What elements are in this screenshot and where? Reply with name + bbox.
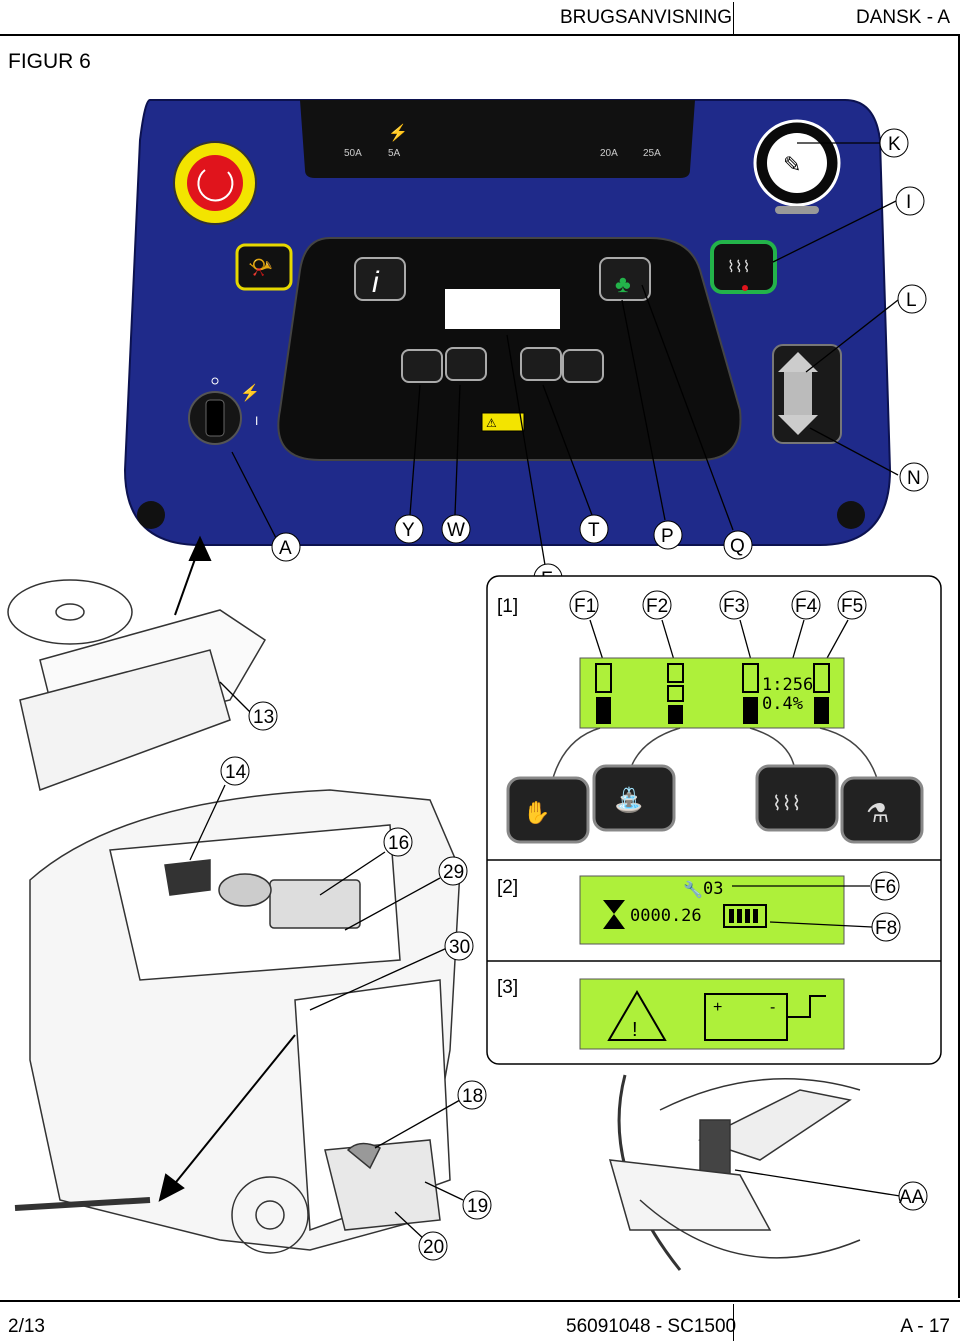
callout-30: 30 xyxy=(449,937,470,958)
callout-19: 19 xyxy=(467,1196,488,1217)
callout-k: K xyxy=(888,134,901,155)
callout-l: L xyxy=(906,290,917,311)
figure-title: FIGUR 6 xyxy=(8,50,91,73)
info-icon: i xyxy=(372,266,380,299)
callout-t: T xyxy=(588,520,600,541)
svg-text:+: + xyxy=(713,999,722,1016)
fuse-25a: 25A xyxy=(643,148,661,159)
function-buttons xyxy=(401,347,604,383)
page-number: 2/13 xyxy=(8,1316,45,1337)
callout-y: Y xyxy=(402,520,415,541)
svg-text:I: I xyxy=(255,414,258,428)
page-footer: 2/13 56091048 - SC1500 A - 17 xyxy=(0,1300,960,1343)
fuse-20a: 20A xyxy=(600,148,618,159)
button-detergent[interactable] xyxy=(562,349,604,383)
callout-f3: F3 xyxy=(723,596,745,617)
water-tap-icon: ⛲ xyxy=(614,786,644,814)
lcd-display-2 xyxy=(579,875,845,945)
language-label: DANSK - A xyxy=(856,7,950,28)
warning-triangle-icon xyxy=(607,990,667,1041)
brush-icon: ⌇⌇⌇ xyxy=(727,259,750,276)
callout-aa: AA xyxy=(899,1187,925,1208)
section-3-label: [3] xyxy=(497,977,518,998)
callout-n: N xyxy=(907,468,921,489)
callout-f2: F2 xyxy=(646,596,668,617)
service-code-text: 03 xyxy=(703,879,723,899)
page-header: BRUGSANVISNING DANSK - A xyxy=(0,0,960,36)
callout-q: Q xyxy=(730,536,745,557)
horn-button[interactable] xyxy=(235,243,293,291)
hourglass-icon xyxy=(603,900,625,929)
section-1-label: [1] xyxy=(497,596,518,617)
callout-f6: F6 xyxy=(874,877,896,898)
section-page: A - 17 xyxy=(900,1316,950,1337)
f3-ratio-text: 1:256 xyxy=(762,675,813,695)
lcd-display-3 xyxy=(579,978,845,1050)
wrench-icon: 🔧 xyxy=(683,880,703,899)
fuse-50a: 50A xyxy=(344,148,362,159)
fuse-5a: 5A xyxy=(388,148,401,159)
flask-icon: ⚗ xyxy=(866,798,889,828)
callout-14: 14 xyxy=(225,762,247,783)
brush-deck-button[interactable] xyxy=(710,240,777,294)
figure-frame xyxy=(0,36,960,1298)
brush-pad-icon: ⌇⌇⌇ xyxy=(772,793,801,815)
f3-percent-text: 0.4% xyxy=(762,694,803,714)
callout-a: A xyxy=(279,538,292,559)
callout-20: 20 xyxy=(423,1237,444,1258)
svg-text:!: ! xyxy=(632,1019,638,1041)
lcd-display-1 xyxy=(579,657,845,729)
callout-16: 16 xyxy=(388,833,409,854)
squeegee-icon: ✋ xyxy=(523,800,550,825)
machine-illustration xyxy=(7,579,461,1254)
info-button[interactable] xyxy=(354,257,406,301)
callout-f1: F1 xyxy=(574,596,596,617)
callout-p: P xyxy=(661,526,674,547)
display-screen xyxy=(445,289,560,329)
svg-text:-: - xyxy=(770,999,775,1016)
button-w[interactable] xyxy=(445,347,487,381)
icon-button-y xyxy=(506,776,590,844)
icon-button-t xyxy=(755,764,839,832)
turtle-hare-icon: ✎ xyxy=(783,152,801,177)
callout-18: 18 xyxy=(462,1086,483,1107)
hour-meter-text: 0000.26 xyxy=(630,906,702,926)
document-number: 56091048 - SC1500 xyxy=(566,1316,737,1337)
icon-button-w xyxy=(592,764,676,832)
button-y[interactable] xyxy=(401,349,443,383)
eco-tree-icon: ♣ xyxy=(615,271,631,298)
manual-title: BRUGSANVISNING xyxy=(560,7,733,28)
svg-text:⚡: ⚡ xyxy=(240,383,260,402)
section-2-label: [2] xyxy=(497,877,518,898)
detail-illustration xyxy=(608,1074,861,1271)
battery-icon xyxy=(723,904,767,928)
callout-f8: F8 xyxy=(875,918,897,939)
horn-icon: 📯 xyxy=(248,257,273,279)
callout-f5: F5 xyxy=(841,596,863,617)
figure-drawing: 50A 5A 20A 25A ⚡ 📯 ⚡ I ✎ ⌇⌇⌇ i ♣ ⚠ xyxy=(7,99,942,1271)
callout-13: 13 xyxy=(253,707,274,728)
eco-button[interactable] xyxy=(599,257,651,301)
callout-29: 29 xyxy=(443,862,464,883)
warning-icon: ⚠ xyxy=(486,416,497,430)
callout-w: W xyxy=(447,520,465,541)
button-t[interactable] xyxy=(520,347,562,381)
icon-button-detergent xyxy=(840,776,924,844)
warning-label xyxy=(481,412,525,432)
callout-i: I xyxy=(906,192,911,213)
lightning-icon: ⚡ xyxy=(388,123,408,142)
callout-f4: F4 xyxy=(795,596,818,617)
